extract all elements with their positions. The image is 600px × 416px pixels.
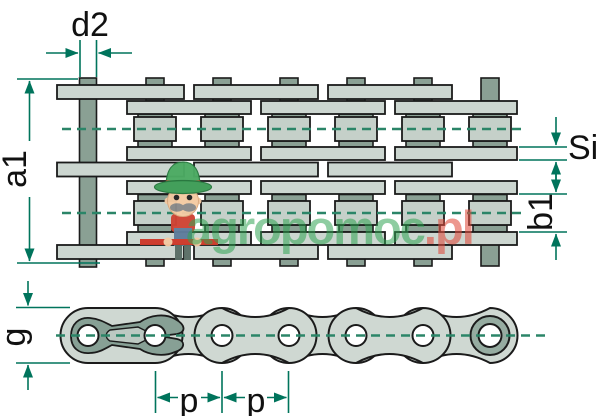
mascot-farmer (140, 161, 218, 260)
dim-si: Si (519, 117, 598, 189)
top-view-chain (56, 77, 527, 268)
middle-plate (193, 161, 319, 178)
mascot-hat-brim (153, 179, 213, 195)
label-pin-diameter: d2 (71, 6, 109, 44)
label-pitch-right: p (247, 382, 266, 416)
watermark-text: agropomoc.pl (186, 201, 473, 254)
label-pitch-left: p (180, 382, 199, 416)
mascot-leg (175, 245, 182, 260)
watermark-tld: .pl (424, 201, 473, 254)
dim-g: g (0, 281, 70, 390)
inner-plate (260, 100, 386, 115)
dim-a1: a1 (0, 78, 100, 264)
inner-plate (260, 146, 386, 161)
spring-clip-slot (105, 326, 147, 345)
outer-plate (327, 244, 453, 260)
inner-plate (394, 231, 518, 246)
mascot-eye (173, 194, 180, 201)
label-pin-length: a1 (0, 150, 34, 188)
mascot-mustache (170, 203, 184, 212)
inner-plate (260, 231, 386, 246)
label-plate-thickness: Si (568, 129, 598, 167)
label-inner-width: b1 (522, 193, 560, 231)
outer-plate (193, 84, 319, 100)
inner-plate (126, 100, 252, 115)
side-view-chain (56, 306, 546, 365)
outer-plate (193, 244, 319, 260)
inner-plate (394, 100, 518, 115)
inner-plate (394, 180, 518, 195)
mascot-hand (192, 237, 202, 247)
mascot-shirt (171, 214, 195, 232)
middle-plate (327, 161, 453, 178)
mascot-hand (163, 237, 173, 247)
outer-plate (56, 84, 185, 100)
dim-d2: d2 (46, 6, 132, 77)
inner-plate (394, 146, 518, 161)
inner-plate (126, 146, 252, 161)
mascot-leg (184, 245, 191, 260)
outer-plate (56, 244, 185, 260)
inner-plate (260, 180, 386, 195)
mascot-mustache (182, 203, 196, 212)
dim-p: p p (154, 371, 290, 416)
watermark-brand: agropomoc (186, 201, 425, 254)
mascot-eye (186, 194, 193, 201)
dim-b1: b1 (519, 164, 567, 260)
outer-plate (327, 84, 453, 100)
middle-plate (56, 161, 185, 178)
label-plate-height: g (0, 328, 33, 347)
mascot-red-tool (140, 239, 218, 245)
watermark: agropomoc.pl (140, 161, 475, 260)
